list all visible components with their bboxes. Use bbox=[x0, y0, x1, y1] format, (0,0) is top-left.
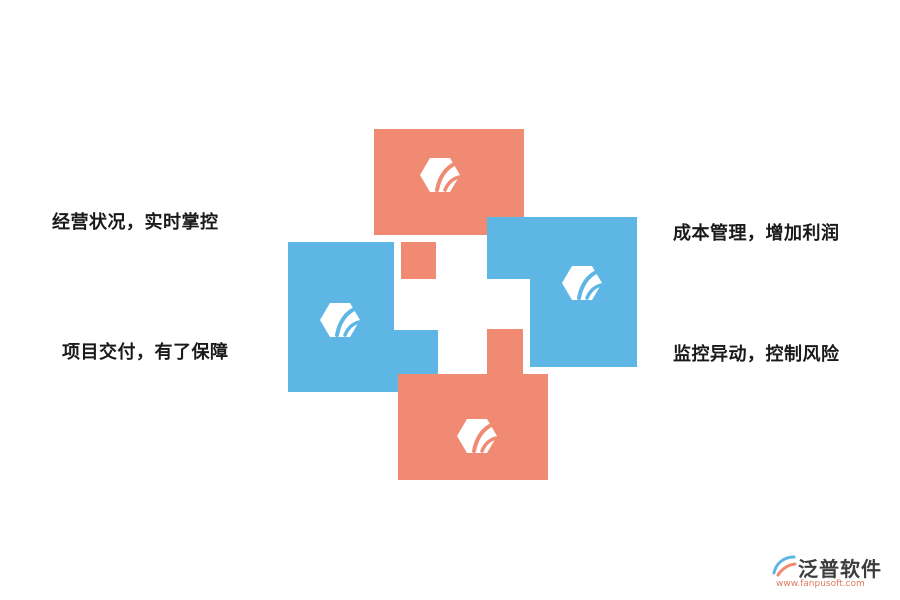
label-cost-management: 成本管理，增加利润 bbox=[673, 223, 840, 244]
brand-name: 泛普软件 bbox=[798, 557, 882, 581]
brand-logo-icon bbox=[772, 555, 797, 577]
label-business-status: 经营状况，实时掌控 bbox=[52, 212, 219, 233]
bottom-coral-connector bbox=[487, 329, 523, 375]
bottom-coral-block bbox=[398, 374, 548, 480]
left-blue-block bbox=[288, 242, 438, 392]
brand-watermark: 泛普软件 www.fanpusoft.com bbox=[768, 553, 892, 593]
brand-url: www.fanpusoft.com bbox=[776, 579, 865, 589]
label-risk-control: 监控异动，控制风险 bbox=[673, 344, 840, 365]
label-project-delivery: 项目交付，有了保障 bbox=[62, 342, 229, 363]
top-coral-connector bbox=[401, 242, 436, 279]
